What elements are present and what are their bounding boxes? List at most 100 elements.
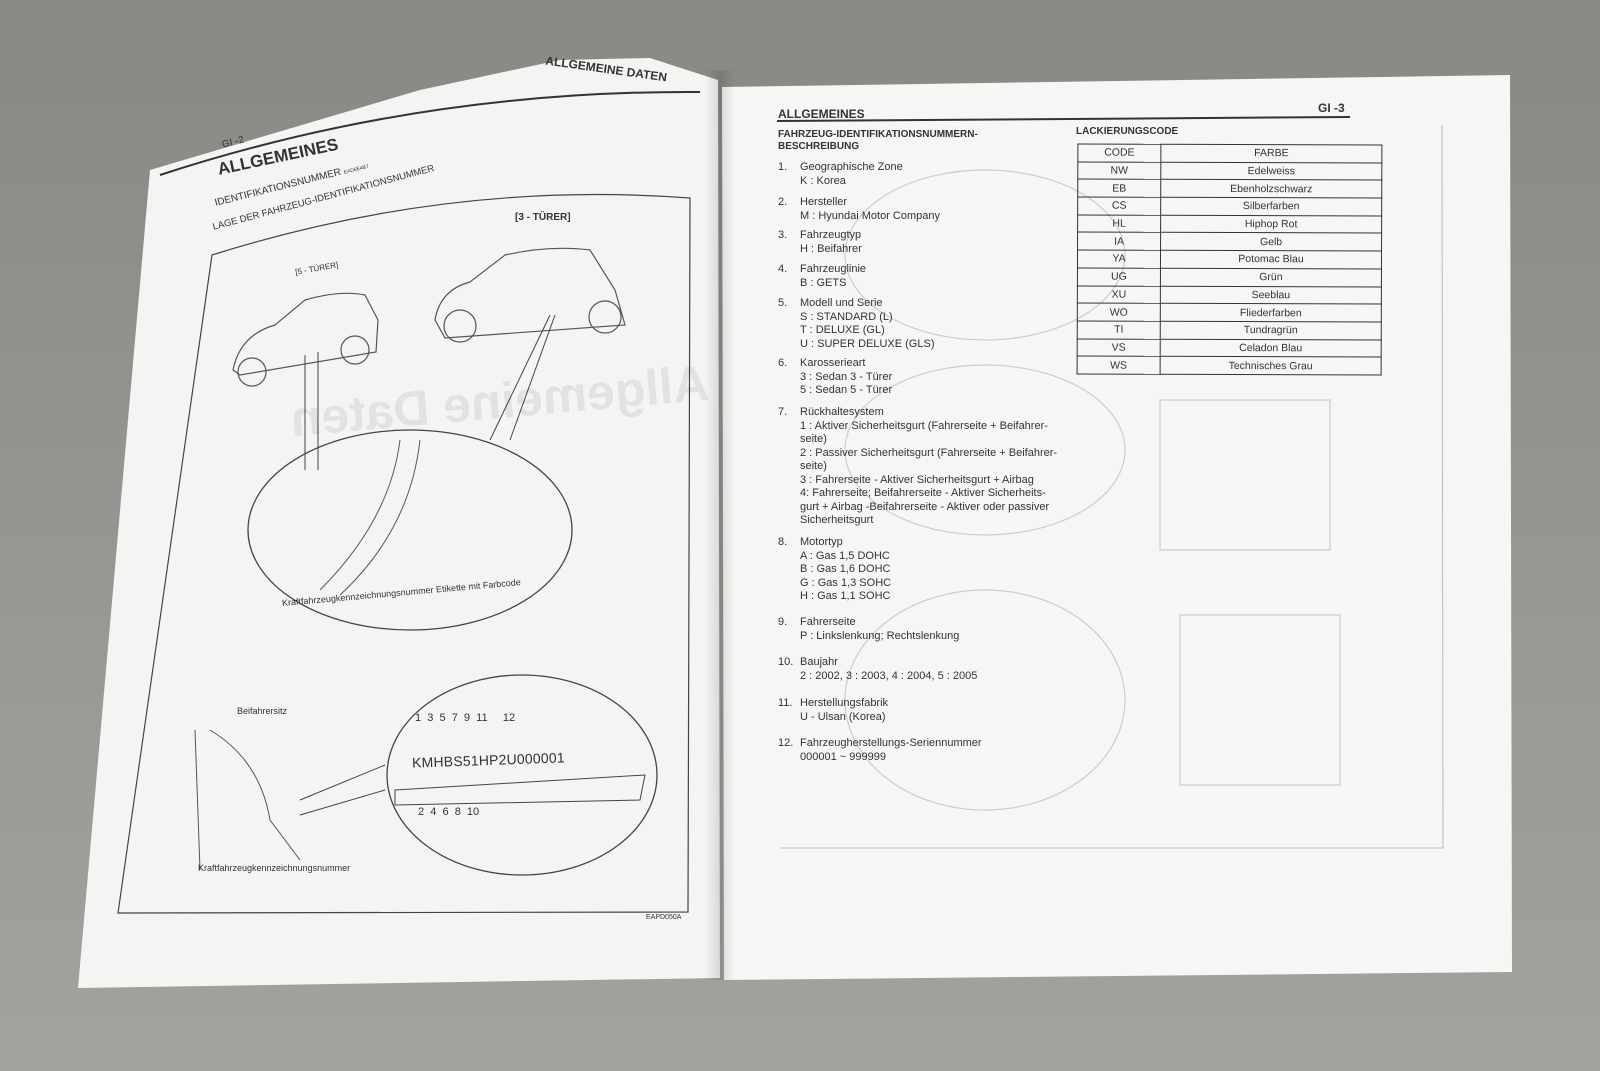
sticker-detail-ellipse — [247, 429, 573, 631]
item-number: 9. — [778, 616, 788, 628]
vin-bottom-positions: 2 4 6 8 10 — [418, 806, 480, 818]
color-cell: Hiphop Rot — [1160, 215, 1382, 234]
table-header-row: CODE FARBE — [1077, 143, 1382, 163]
item-line: 5 : Sedan 5 - Türer — [800, 384, 893, 396]
color-cell: Gelb — [1160, 232, 1382, 252]
label-3door: [3 - TÜRER] — [515, 212, 571, 223]
item-line: seite) — [800, 460, 827, 472]
item-line: U - Ulsan (Korea) — [800, 710, 886, 723]
item-line: seite) — [800, 433, 827, 445]
item-number: 11. — [778, 697, 793, 709]
callout-lines — [304, 314, 556, 470]
item-line: G : Gas 1,3 SOHC — [800, 576, 892, 589]
label-vin: Kraftfahrzeugkennzeichnungsnummer — [198, 863, 351, 873]
item-number: 10. — [778, 656, 794, 668]
code-cell: XU — [1077, 285, 1161, 304]
code-cell: CS — [1077, 197, 1161, 216]
column-header-code: CODE — [1077, 143, 1161, 162]
item-title: Baujahr — [800, 656, 838, 668]
item-line: 1 : Aktiver Sicherheitsgurt (Fahrerseite… — [800, 419, 1048, 432]
code-cell: NW — [1077, 161, 1161, 180]
item-title: Motortyp — [800, 536, 843, 548]
item-number: 8. — [778, 536, 788, 548]
item-line: B : GETS — [800, 276, 847, 289]
item-line: 2 : Passiver Sicherheitsgurt (Fahrerseit… — [800, 446, 1058, 459]
item-title: Fahrerseite — [800, 616, 856, 628]
item-line: H : Gas 1,1 SOHC — [800, 590, 891, 602]
item-line: gurt + Airbag -Beifahrerseite - Aktiver … — [800, 500, 1050, 513]
color-cell: Technisches Grau — [1160, 356, 1382, 375]
column-header-color: FARBE — [1160, 144, 1382, 163]
item-title: Fahrzeugherstellungs-Seriennummer — [800, 737, 982, 749]
item-number: 1. — [778, 161, 788, 173]
color-cell: Edelweiss — [1160, 161, 1382, 181]
color-cell: Silberfarben — [1160, 197, 1382, 216]
item-number: 2. — [778, 196, 788, 208]
color-cell: Grün — [1160, 268, 1382, 287]
item-line: B : Gas 1,6 DOHC — [800, 563, 891, 575]
item-title: Fahrzeugtyp — [800, 229, 862, 241]
color-cell: Seeblau — [1160, 285, 1382, 305]
item-line: 3 : Sedan 3 - Türer — [800, 370, 893, 383]
item-line: 4: Fahrerseite; Beifahrerseite - Aktiver… — [800, 487, 1046, 499]
code-cell: WS — [1077, 356, 1161, 375]
right-running-header: ALLGEMEINES — [778, 107, 865, 121]
item-line: M : Hyundai Motor Company — [800, 209, 940, 222]
vin-detail-ellipse — [386, 674, 658, 876]
figure-code: EAPD050A — [646, 914, 682, 921]
item-number: 6. — [778, 357, 788, 369]
paint-heading: LACKIERUNGSCODE — [1076, 126, 1179, 137]
item-line: S : STANDARD (L) — [800, 310, 893, 323]
item-number: 7. — [778, 406, 788, 418]
vin-heading: FAHRZEUG-IDENTIFIKATIONSNUMMERN-BESCHREI… — [778, 129, 978, 152]
color-cell: Celadon Blau — [1160, 338, 1382, 358]
item-title: Geographische Zone — [800, 161, 903, 173]
item-number: 4. — [778, 263, 788, 275]
car-3door-icon — [434, 247, 626, 343]
color-cell: Tundragrün — [1160, 321, 1382, 340]
item-line: 000001 ~ 999999 — [800, 750, 886, 763]
book-gutter — [705, 70, 735, 980]
item-title: Rückhaltesystem — [800, 406, 884, 418]
item-title: Karosserieart — [800, 357, 866, 369]
item-line: K : Korea — [800, 174, 846, 187]
item-line: U : SUPER DELUXE (GLS) — [800, 337, 935, 350]
item-line: T : DELUXE (GL) — [800, 324, 885, 336]
code-cell: WO — [1077, 303, 1161, 322]
code-cell: HL — [1077, 214, 1161, 233]
item-title: Modell und Serie — [800, 297, 883, 309]
color-cell: Ebenholzschwarz — [1160, 179, 1382, 199]
color-cell: Potomac Blau — [1160, 250, 1382, 269]
item-number: 12. — [778, 737, 794, 749]
figure-frame — [117, 193, 691, 914]
item-line: A : Gas 1,5 DOHC — [800, 549, 890, 562]
header-rule — [776, 116, 1351, 122]
color-cell: Fliederfarben — [1160, 303, 1382, 322]
item-title: Hersteller — [800, 196, 848, 208]
right-page-number: GI -3 — [1318, 101, 1345, 115]
item-title: Herstellungsfabrik — [800, 697, 889, 709]
vin-top-positions: 1 3 5 7 9 11 12 — [415, 712, 516, 724]
car-5door-icon — [232, 292, 379, 387]
